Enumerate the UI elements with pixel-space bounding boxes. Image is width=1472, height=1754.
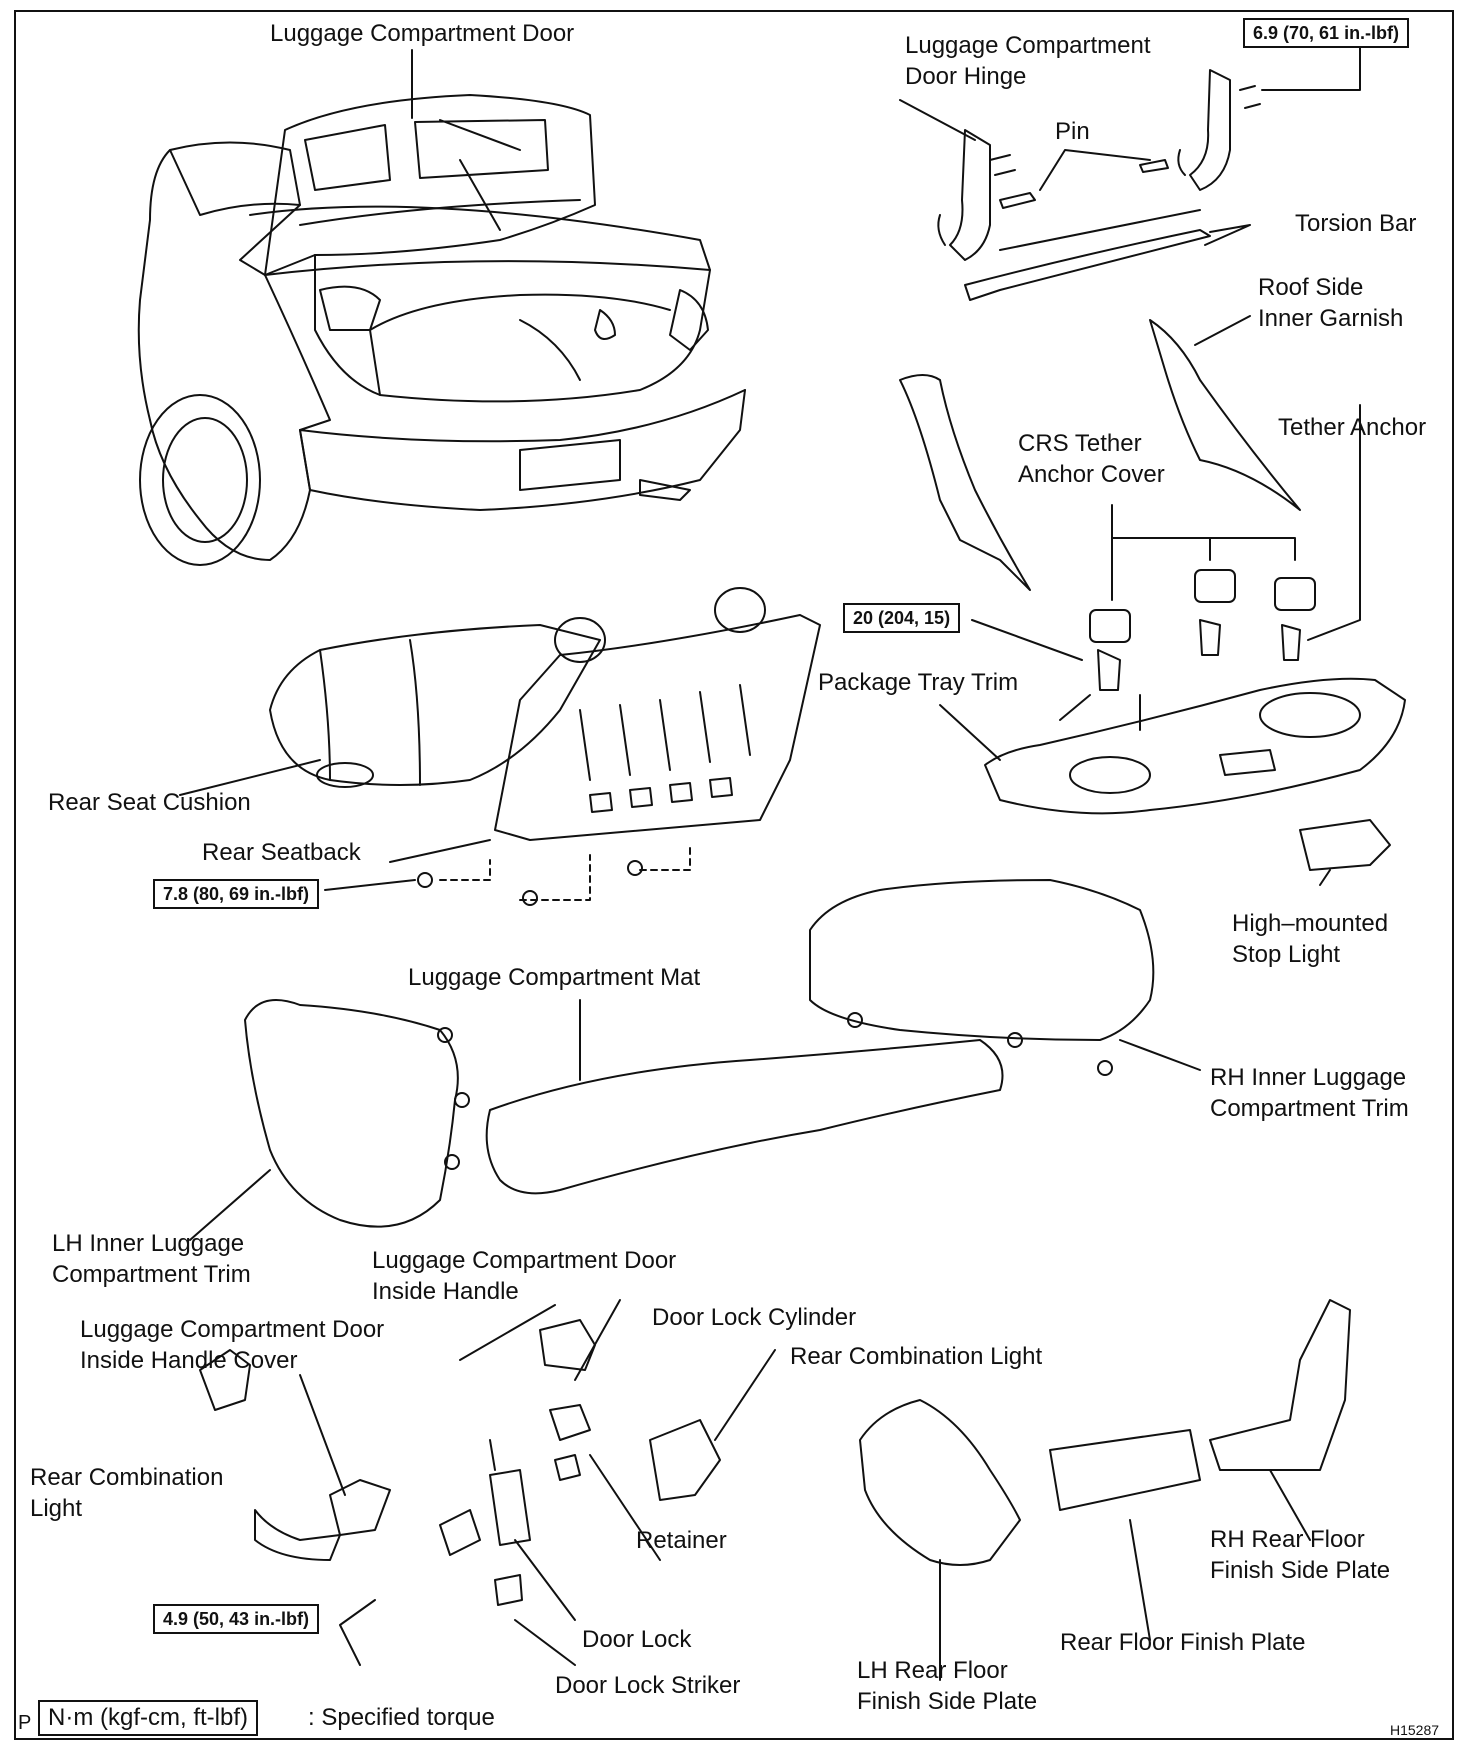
figure-id: H15287: [1390, 1722, 1440, 1738]
tether-anchor-drawing: [1089, 569, 1316, 691]
garnish-drawing: [899, 319, 1301, 591]
label-roof-side-inner-garnish: Roof Side Inner Garnish: [1258, 274, 1404, 332]
label-retainer: Retainer: [636, 1527, 727, 1554]
label-luggage-compartment-door: Luggage Compartment Door: [270, 20, 575, 47]
diagram-border: [14, 10, 1454, 1740]
label-pin: Pin: [1055, 118, 1090, 145]
torque-box-seatback: 7.8 (80, 69 in.-lbf): [153, 879, 320, 909]
rh-trim-drawing: [809, 879, 1155, 1041]
lh-trim-drawing: [244, 999, 459, 1228]
label-rear-seat-cushion: Rear Seat Cushion: [48, 789, 251, 816]
label-rh-rear-floor-side-plate: RH Rear Floor Finish Side Plate: [1210, 1526, 1391, 1584]
car-body-drawing: [137, 94, 746, 566]
torque-box-lock: 4.9 (50, 43 in.-lbf): [153, 1604, 320, 1634]
seat-cushion-drawing: [269, 624, 601, 788]
label-crs-tether-anchor-cover: CRS Tether Anchor Cover: [1018, 430, 1165, 488]
label-rear-combination-light-left: Rear Combination Light: [30, 1464, 224, 1522]
label-door-lock: Door Lock: [582, 1626, 692, 1653]
label-inside-handle: Luggage Compartment Door Inside Handle: [372, 1247, 677, 1305]
torque-legend-unit: N·m (kgf-cm, ft-lbf): [38, 1700, 258, 1736]
package-tray-drawing: [984, 677, 1406, 815]
label-luggage-compartment-mat: Luggage Compartment Mat: [408, 964, 701, 991]
label-door-hinge: Luggage Compartment Door Hinge: [905, 32, 1151, 90]
floor-plates-drawing: [859, 1299, 1351, 1566]
lock-parts-drawing: [199, 1319, 721, 1606]
stop-light-drawing: [1299, 819, 1391, 871]
label-lh-inner-trim: LH Inner Luggage Compartment Trim: [52, 1230, 251, 1288]
mat-drawing: [485, 1039, 1004, 1195]
label-torsion-bar: Torsion Bar: [1295, 210, 1417, 237]
label-inside-handle-cover: Luggage Compartment Door Inside Handle C…: [80, 1316, 385, 1374]
label-rear-combination-light-right: Rear Combination Light: [790, 1343, 1043, 1370]
seatback-drawing: [494, 587, 821, 841]
page-marker: P: [18, 1712, 32, 1734]
torque-box-hinge: 6.9 (70, 61 in.-lbf): [1243, 18, 1410, 48]
label-high-mounted-stop-light: High–mounted Stop Light: [1232, 910, 1389, 968]
label-rear-seatback: Rear Seatback: [202, 839, 361, 866]
hinge-drawing: [937, 69, 1261, 301]
label-rh-inner-trim: RH Inner Luggage Compartment Trim: [1210, 1064, 1409, 1122]
label-package-tray-trim: Package Tray Trim: [818, 669, 1019, 696]
label-door-lock-cylinder: Door Lock Cylinder: [652, 1304, 857, 1331]
label-rear-floor-finish-plate: Rear Floor Finish Plate: [1060, 1629, 1306, 1656]
torque-legend-text: : Specified torque: [308, 1704, 495, 1731]
label-tether-anchor: Tether Anchor: [1278, 414, 1427, 441]
label-lh-rear-floor-side-plate: LH Rear Floor Finish Side Plate: [857, 1657, 1038, 1715]
label-door-lock-striker: Door Lock Striker: [555, 1672, 741, 1699]
torque-box-tether: 20 (204, 15): [843, 603, 961, 633]
